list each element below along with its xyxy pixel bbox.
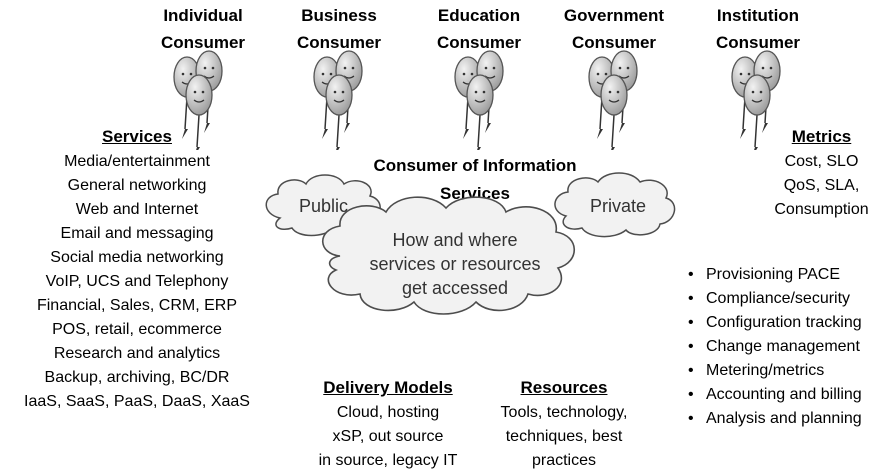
management-checklist: •Provisioning PACE •Compliance/security … xyxy=(688,263,862,431)
consumer-business: Business Consumer xyxy=(264,2,414,56)
delivery-item: Cloud, hosting xyxy=(336,404,440,421)
services-item: VoIP, UCS and Telephony xyxy=(45,273,229,290)
center-title-line1: Consumer of Information xyxy=(373,156,577,175)
resources-item: Tools, technology, xyxy=(500,404,628,421)
services-item: Web and Internet xyxy=(75,201,199,218)
consumer-education: Education Consumer xyxy=(404,2,554,56)
bullet-icon: • xyxy=(688,266,694,283)
services-item: POS, retail, ecommerce xyxy=(52,321,222,338)
metrics-section: Metrics Cost, SLO QoS, SLA, Consumption xyxy=(750,124,893,222)
main-cloud xyxy=(322,196,575,315)
center-title: Consumer of Information Services xyxy=(350,152,600,208)
checklist-item: • Configuration tracking xyxy=(688,311,862,335)
main-cloud-line3: get accessed xyxy=(401,278,509,298)
bullet-icon: • xyxy=(688,290,694,307)
delivery-models-section: Delivery Models Cloud, hosting xSP, out … xyxy=(300,375,476,473)
checklist-label: Metering/metrics xyxy=(706,362,825,379)
checklist-item: • Change management xyxy=(688,335,862,359)
consumer-institution: Institution Consumer xyxy=(683,2,833,56)
checklist-item: • Analysis and planning xyxy=(688,407,862,431)
services-section: Services Media/entertainment General net… xyxy=(0,124,274,414)
checklist-label: Accounting and billing xyxy=(706,386,862,403)
consumer-label-line1: Education xyxy=(437,6,521,25)
bullet-icon: • xyxy=(688,338,694,355)
bullet-icon: • xyxy=(688,386,694,403)
resources-section: Resources Tools, technology, techniques,… xyxy=(486,375,642,473)
checklist-label: Change management xyxy=(706,338,860,355)
main-cloud-line1: How and where xyxy=(392,230,518,250)
services-item: General networking xyxy=(67,177,207,194)
services-title: Services xyxy=(102,127,172,146)
services-item: Backup, archiving, BC/DR xyxy=(44,369,230,386)
main-cloud-line2: services or resources xyxy=(369,254,541,274)
metrics-title: Metrics xyxy=(791,127,852,146)
consumer-label-line2: Consumer xyxy=(715,33,801,52)
consumer-label-line2: Consumer xyxy=(296,33,382,52)
consumer-label-line1: Institution xyxy=(716,6,800,25)
private-label: Private xyxy=(590,196,647,216)
checklist-item: • Compliance/security xyxy=(688,287,862,311)
consumer-government: Government Consumer xyxy=(539,2,689,56)
services-item: Financial, Sales, CRM, ERP xyxy=(36,297,238,314)
consumer-label-line1: Individual xyxy=(163,6,243,25)
cloud-diagram xyxy=(265,172,676,315)
checklist-item: • Provisioning PACE xyxy=(688,263,862,287)
services-item: IaaS, SaaS, PaaS, DaaS, XaaS xyxy=(24,393,250,410)
resources-title: Resources xyxy=(520,378,608,397)
bullet-icon: • xyxy=(688,362,694,379)
services-item: Social media networking xyxy=(50,249,224,266)
checklist-label: Configuration tracking xyxy=(706,314,862,331)
consumer-label-line1: Government xyxy=(563,6,665,25)
services-item: Email and messaging xyxy=(60,225,214,242)
metrics-item: QoS, SLA, xyxy=(783,177,860,194)
consumer-label-line2: Consumer xyxy=(436,33,522,52)
services-item: Media/entertainment xyxy=(64,153,210,170)
public-label: Public xyxy=(299,196,349,216)
bullet-icon: • xyxy=(688,410,694,427)
bullet-icon: • xyxy=(688,314,694,331)
resources-item: practices xyxy=(531,452,597,469)
center-title-line2: Services xyxy=(440,184,510,203)
delivery-item: xSP, out source xyxy=(332,428,444,445)
consumer-label-line2: Consumer xyxy=(160,33,246,52)
services-item: Research and analytics xyxy=(53,345,221,362)
metrics-item: Consumption xyxy=(774,201,869,218)
resources-item: techniques, best xyxy=(505,428,623,445)
consumer-individual: Individual Consumer xyxy=(128,2,278,56)
delivery-item: in source, legacy IT xyxy=(318,452,458,469)
consumer-label-line1: Business xyxy=(301,6,377,25)
delivery-models-title: Delivery Models xyxy=(323,378,453,397)
checklist-label: Provisioning PACE xyxy=(706,266,840,283)
private-cloud xyxy=(554,172,676,238)
checklist-label: Compliance/security xyxy=(706,290,851,307)
checklist-item: • Accounting and billing xyxy=(688,383,862,407)
consumer-label-line2: Consumer xyxy=(571,33,657,52)
main-cloud-text: How and where services or resources get … xyxy=(360,228,550,300)
checklist-label: Analysis and planning xyxy=(706,410,862,427)
metrics-item: Cost, SLO xyxy=(784,153,859,170)
checklist-item: • Metering/metrics xyxy=(688,359,862,383)
